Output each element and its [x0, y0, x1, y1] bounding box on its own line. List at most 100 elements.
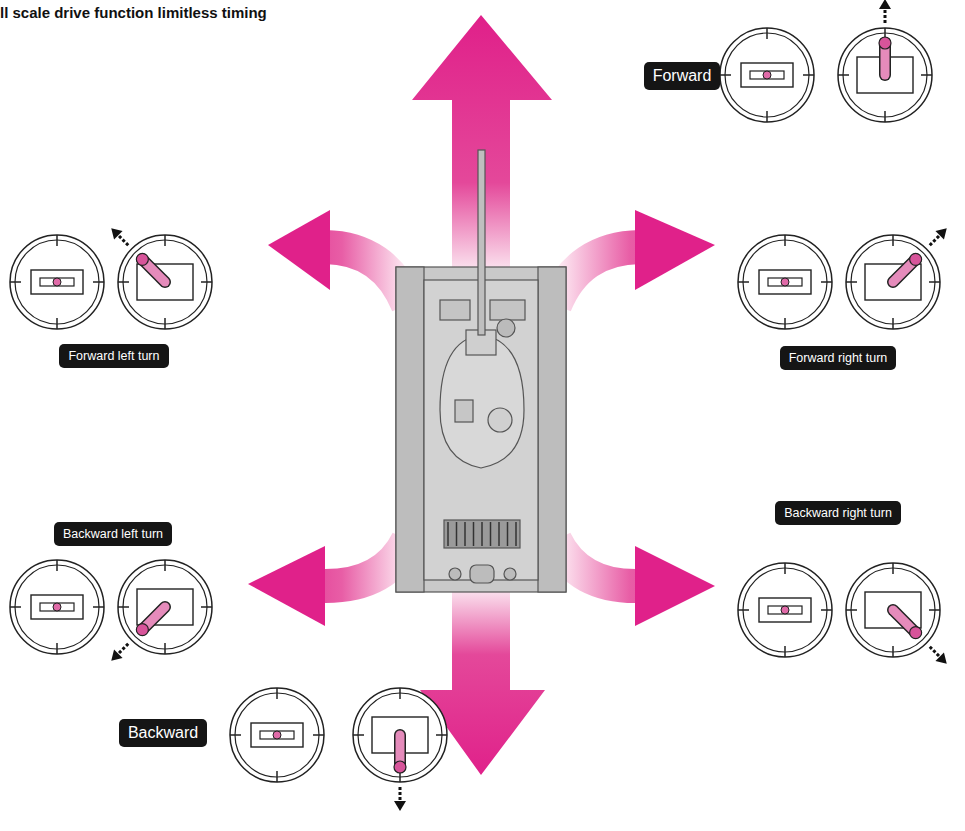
dial-tick	[892, 646, 894, 657]
stick-knob	[136, 253, 148, 265]
dial-outer	[846, 563, 940, 657]
dial-inner	[743, 240, 827, 324]
gate-frame	[741, 63, 793, 87]
direction-pointer	[399, 787, 402, 801]
direction-pointer-head	[394, 801, 406, 811]
dial-inner	[235, 693, 319, 777]
label-text: Backward	[128, 724, 198, 742]
direction-pointer-head	[879, 0, 891, 9]
dial-inner	[123, 240, 207, 324]
tank-body	[396, 150, 566, 592]
stick-knob	[910, 253, 922, 265]
direction-pointer-head	[111, 228, 122, 239]
dial-tick	[821, 609, 832, 611]
direction-pointer	[118, 235, 128, 245]
dial-tick	[164, 560, 166, 571]
dial-tick	[892, 235, 894, 246]
dial-inner	[15, 240, 99, 324]
dial-tick	[313, 734, 324, 736]
gate-frame	[251, 723, 303, 747]
dial-inner	[15, 565, 99, 649]
dial-outer	[118, 560, 212, 654]
gate-slot	[750, 71, 784, 79]
dial-tick	[720, 74, 731, 76]
direction-pointer	[930, 235, 940, 245]
page-title: ll scale drive function limitless timing	[0, 4, 267, 21]
gate-slot	[768, 278, 802, 286]
dial-tick	[276, 771, 278, 782]
label-text: Forward left turn	[68, 349, 159, 363]
dial-inner	[358, 693, 442, 777]
dial-tick	[201, 281, 212, 283]
dial-tick	[784, 646, 786, 657]
dial-tick	[230, 734, 241, 736]
dial-outer	[353, 688, 447, 782]
dial-outer	[720, 28, 814, 122]
dial-tick	[784, 563, 786, 574]
dial-tick	[766, 28, 768, 39]
dial-tick	[821, 281, 832, 283]
dial-tick	[353, 734, 364, 736]
label-text: Forward right turn	[789, 351, 888, 365]
direction-pointer-head	[935, 228, 946, 239]
dial-tick	[929, 609, 940, 611]
grill-line	[447, 522, 449, 546]
dial-tick	[784, 318, 786, 329]
gate-frame	[759, 598, 811, 622]
grill-line	[456, 522, 458, 546]
label-text: Forward	[653, 67, 712, 85]
dial-tick	[436, 734, 447, 736]
dial-outer	[838, 28, 932, 122]
direction-pointer	[118, 644, 128, 654]
gate-frame	[759, 270, 811, 294]
dial-tick	[56, 560, 58, 571]
dial-tick	[56, 643, 58, 654]
dial-tick	[164, 643, 166, 654]
dial-tick	[929, 281, 940, 283]
stick-knob	[910, 627, 922, 639]
direction-arrows	[248, 15, 715, 775]
dial-outer	[738, 563, 832, 657]
dial-inner	[851, 568, 935, 652]
dial-tick	[399, 688, 401, 699]
direction-label: Backward left turn	[54, 522, 172, 546]
dial-inner	[725, 33, 809, 117]
dial-tick	[738, 609, 749, 611]
label-text: Backward left turn	[63, 527, 163, 541]
dial-tick	[803, 74, 814, 76]
direction-label: Backward right turn	[775, 501, 901, 525]
direction-pointer-head	[935, 652, 946, 663]
grill-line	[464, 522, 466, 546]
stick-knob	[763, 71, 771, 79]
stick-knob	[53, 603, 61, 611]
dial-tick	[56, 235, 58, 246]
grill-line	[481, 522, 483, 546]
stick-knob	[136, 624, 148, 636]
dial-tick	[738, 281, 749, 283]
dial-tick	[921, 74, 932, 76]
stick-knob	[781, 606, 789, 614]
gate-slot	[768, 606, 802, 614]
dial-inner	[123, 565, 207, 649]
direction-pointer-head	[111, 649, 122, 660]
grill-line	[490, 522, 492, 546]
dial-inner	[843, 33, 927, 117]
dial-outer	[230, 688, 324, 782]
stick-knob	[781, 278, 789, 286]
dial-outer	[846, 235, 940, 329]
gate-frame	[31, 270, 83, 294]
direction-label: Forward right turn	[780, 346, 897, 370]
dial-outer	[738, 235, 832, 329]
direction-label: Forward	[644, 62, 721, 90]
dial-tick	[118, 606, 129, 608]
dial-tick	[164, 318, 166, 329]
dial-tick	[118, 281, 129, 283]
dial-tick	[846, 281, 857, 283]
gate-slot	[40, 603, 74, 611]
direction-label: Backward	[119, 719, 207, 747]
grill-line	[507, 522, 509, 546]
dial-tick	[56, 318, 58, 329]
gate-slot	[260, 731, 294, 739]
